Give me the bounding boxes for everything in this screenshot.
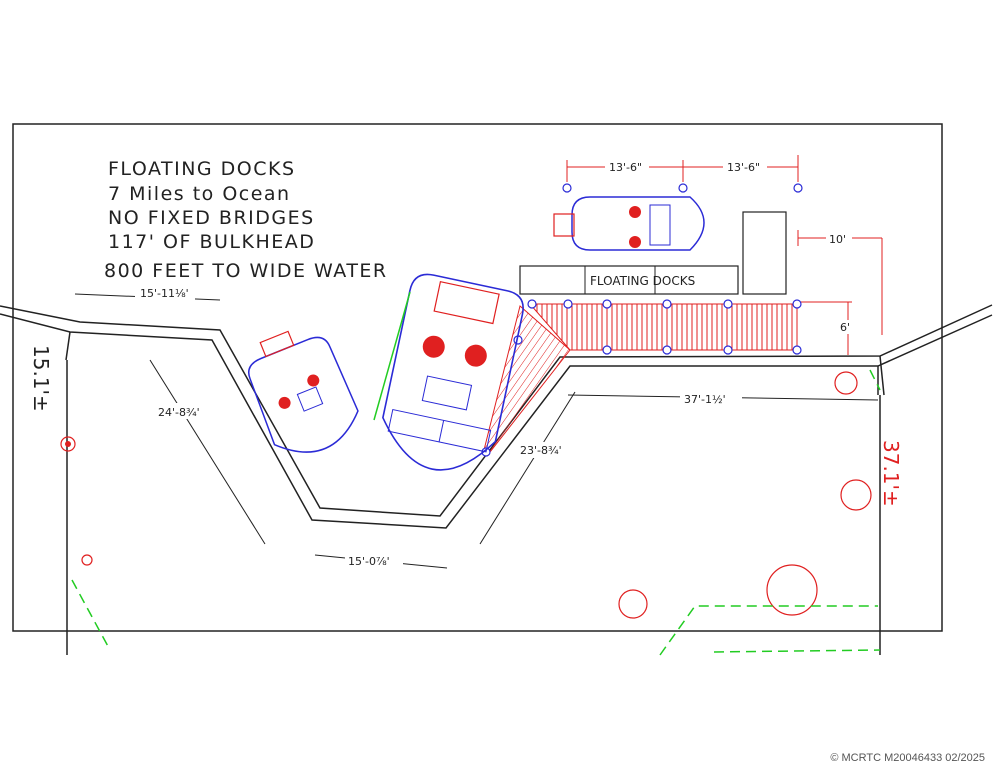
boat-small-left bbox=[247, 330, 359, 453]
dim-bottom: 15'-0⅞' bbox=[348, 555, 390, 568]
boat-large-center bbox=[382, 273, 524, 471]
note-wide-water: 800 FEET TO WIDE WATER bbox=[104, 260, 388, 282]
property-left-line: 15.1'± bbox=[29, 345, 53, 412]
site-trees bbox=[60, 371, 872, 619]
bulkhead-outline bbox=[0, 304, 993, 655]
note-bulkhead-length: 117' OF BULKHEAD bbox=[108, 231, 315, 253]
dim-top-left: 15'-11⅛' bbox=[140, 287, 189, 300]
dim-left-diagonal: 24'-8¾' bbox=[158, 406, 200, 419]
floating-dock: FLOATING DOCKS bbox=[481, 183, 803, 457]
copyright-watermark: © MCRTC M20046433 02/2025 bbox=[830, 752, 985, 764]
note-no-fixed-bridges: NO FIXED BRIDGES bbox=[108, 207, 315, 229]
dock-spacing-a: 13'-6" bbox=[609, 161, 642, 174]
dock-spacing-b: 13'-6" bbox=[727, 161, 760, 174]
property-right-line: 37.1'± bbox=[879, 440, 903, 507]
dock-label: FLOATING DOCKS bbox=[590, 274, 695, 288]
dock-width: 6' bbox=[840, 321, 850, 334]
site-notes: FLOATING DOCKS 7 Miles to Ocean NO FIXED… bbox=[104, 158, 388, 282]
boat-top-right bbox=[553, 196, 705, 251]
dim-right-run: 37'-1½' bbox=[684, 393, 726, 406]
dim-right-diagonal: 23'-8¾' bbox=[520, 444, 562, 457]
note-miles-to-ocean: 7 Miles to Ocean bbox=[108, 183, 291, 205]
dock-offset: 10' bbox=[829, 233, 846, 246]
note-floating-docks: FLOATING DOCKS bbox=[108, 158, 296, 180]
green-dashed-lines bbox=[71, 369, 881, 656]
green-fender-line bbox=[373, 291, 411, 421]
lot-border bbox=[12, 123, 943, 632]
